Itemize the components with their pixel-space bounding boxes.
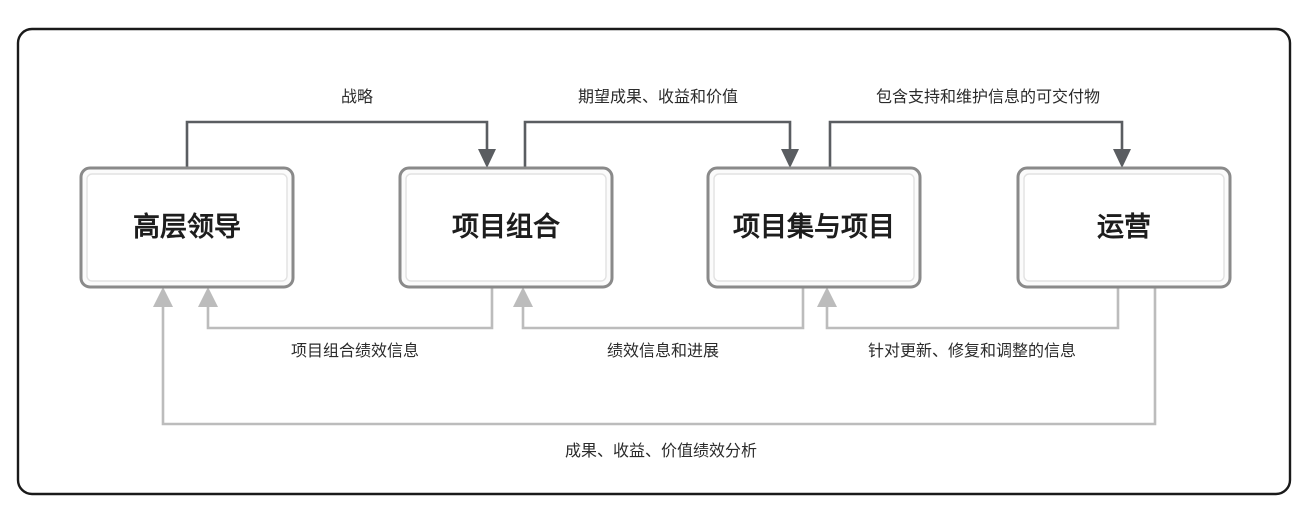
node-exec-label: 高层领导 [133, 211, 241, 242]
edge-strategy [185, 120, 496, 168]
edge-portfolio-performance-arrowhead [198, 287, 218, 307]
outer-frame [16, 27, 1292, 496]
edge-label-strategy: 战略 [341, 88, 373, 106]
node-program-inner [713, 173, 915, 282]
edge-update-fix-adjust-arrowhead [817, 287, 837, 307]
node-operations-label: 运营 [1097, 212, 1151, 242]
edge-deliverables-arrowhead [1113, 149, 1131, 168]
edge-label-performance-progress: 绩效信息和进展 [607, 342, 719, 360]
edge-performance-progress-arrowhead [513, 287, 533, 307]
node-portfolio[interactable]: 项目组合 [398, 166, 614, 289]
edge-label-portfolio-performance: 项目组合绩效信息 [291, 342, 419, 360]
edge-label-benefits-analysis: 成果、收益、价值绩效分析 [565, 442, 757, 460]
node-program-label: 项目集与项目 [733, 211, 895, 242]
edge-outcomes-path [523, 120, 792, 168]
node-portfolio-label: 项目组合 [452, 211, 560, 242]
edge-label-update-fix-adjust: 针对更新、修复和调整的信息 [868, 342, 1076, 360]
node-operations-inner [1023, 173, 1225, 282]
edge-portfolio-performance [198, 287, 494, 330]
edge-update-fix-adjust-path [825, 287, 1120, 330]
node-program[interactable]: 项目集与项目 [706, 166, 922, 289]
edge-performance-progress-path [521, 287, 805, 330]
edge-benefits-analysis-path [161, 287, 1157, 426]
node-exec[interactable]: 高层领导 [79, 166, 295, 289]
edge-performance-progress [513, 287, 805, 330]
edge-label-outcomes: 期望成果、收益和价值 [578, 88, 738, 106]
node-portfolio-inner [405, 173, 607, 282]
edge-deliverables-path [828, 120, 1124, 168]
edge-update-fix-adjust [817, 287, 1120, 330]
edge-outcomes [523, 120, 799, 168]
node-operations[interactable]: 运营 [1016, 166, 1232, 289]
edge-strategy-arrowhead [478, 149, 496, 168]
edge-outcomes-arrowhead [781, 149, 799, 168]
edge-label-deliverables: 包含支持和维护信息的可交付物 [876, 88, 1100, 106]
node-exec-inner [86, 173, 288, 282]
edge-deliverables [828, 120, 1131, 168]
edge-benefits-analysis [153, 287, 1157, 426]
edge-strategy-path [185, 120, 489, 168]
edge-portfolio-performance-path [206, 287, 494, 330]
edge-benefits-analysis-arrowhead [153, 287, 173, 307]
